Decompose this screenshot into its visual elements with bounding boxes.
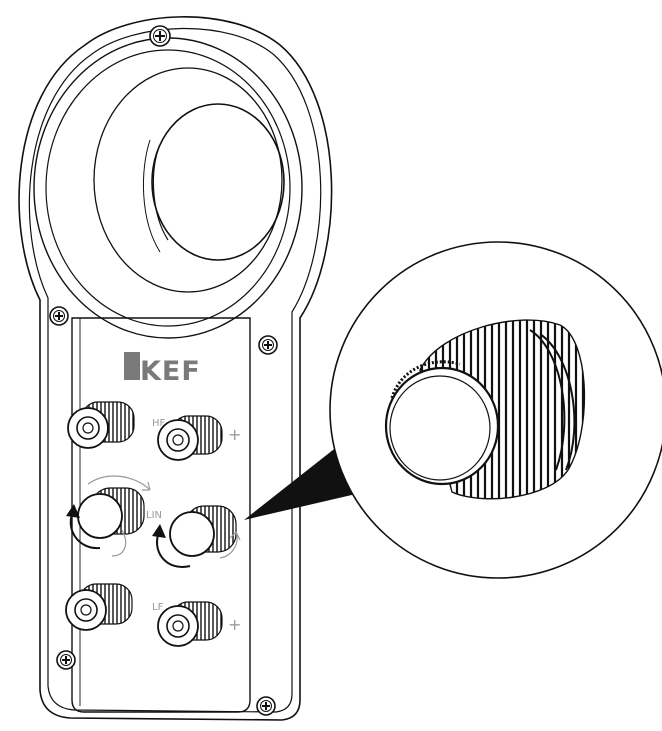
lf-label: LF	[152, 602, 164, 613]
bass-port-opening	[33, 37, 303, 339]
screw-icon	[149, 25, 171, 47]
lf-polarity-plus: +	[228, 615, 241, 634]
screw-icon	[56, 650, 76, 670]
rotate-arrow-icon	[152, 524, 241, 568]
hf-positive-terminal[interactable]	[157, 415, 223, 461]
hf-label: HF	[152, 418, 166, 429]
link-label: LIN	[146, 510, 162, 521]
rotate-arrow-icon	[66, 475, 151, 557]
hf-polarity-plus: +	[228, 425, 241, 444]
hf-negative-terminal[interactable]	[67, 401, 135, 449]
lf-positive-terminal[interactable]	[157, 601, 223, 647]
screw-icon	[256, 696, 276, 716]
link-knob-right[interactable]	[169, 505, 237, 557]
screw-icon	[49, 306, 69, 326]
zoom-callout-pointer	[244, 446, 356, 520]
zoom-callout	[329, 241, 662, 579]
outer-plate	[18, 16, 333, 721]
lf-negative-terminal[interactable]	[65, 583, 133, 631]
link-knob-left[interactable]	[77, 487, 145, 539]
kef-logo-icon	[124, 352, 140, 380]
brand-name: KEF	[140, 356, 201, 387]
screw-icon	[258, 335, 278, 355]
kef-logo: KEF	[124, 352, 201, 387]
